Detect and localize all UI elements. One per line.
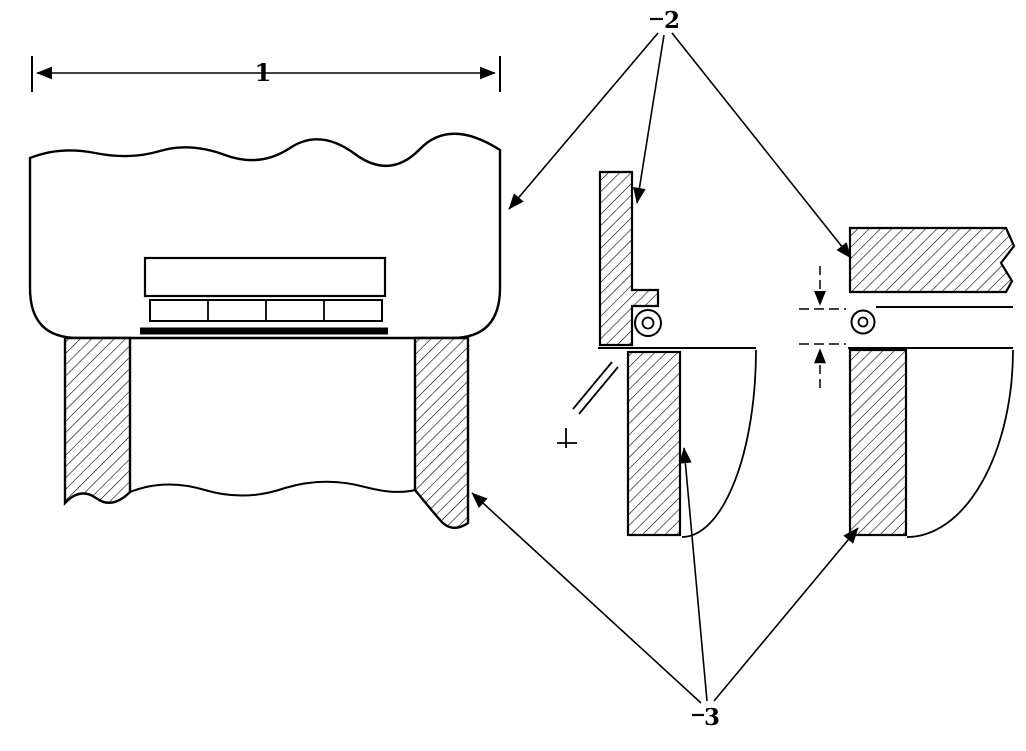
- callout-3: 3: [471, 447, 859, 731]
- dimension-label-1: 1: [255, 58, 272, 87]
- leader-2-to-main-view: [508, 32, 659, 210]
- main-assembly-view: 1: [28, 56, 502, 529]
- leader-3-to-closed-detail: [679, 447, 708, 702]
- width-dimension: 1: [31, 56, 501, 92]
- callout-2: 2: [508, 7, 852, 259]
- closed-frame-section: [626, 350, 682, 537]
- open-frame-section: [848, 348, 908, 537]
- hinge-plate: [143, 256, 387, 298]
- hinge-knuckle-outer: [850, 309, 876, 335]
- frame-post-right: [413, 336, 470, 529]
- gap-slash-2: [578, 366, 619, 415]
- callout-2-label: 2: [664, 7, 680, 34]
- hinge-knuckle-outer: [634, 309, 662, 337]
- leader-3-to-open-detail: [713, 527, 859, 702]
- hinge-knuckle-inner: [857, 316, 869, 328]
- callout-3-label: 3: [704, 704, 720, 731]
- door-swing-arc-open: [906, 349, 1014, 538]
- door-swing-arc-closed: [681, 349, 757, 538]
- leader-3-to-main-view: [471, 492, 702, 704]
- hinge-knuckle-inner: [641, 316, 655, 330]
- break-line: [129, 480, 416, 497]
- clearance-dimension: [799, 266, 846, 388]
- leader-2-to-closed-detail: [633, 34, 665, 204]
- leader-2-to-open-detail: [671, 32, 852, 259]
- frame-post-left: [63, 336, 132, 507]
- closed-jamb-section: [598, 170, 660, 347]
- open-door-section: [848, 226, 1016, 294]
- hinge-detail-open: [799, 226, 1016, 538]
- hinge-detail-closed: [557, 170, 757, 538]
- gap-slash-1: [572, 361, 613, 410]
